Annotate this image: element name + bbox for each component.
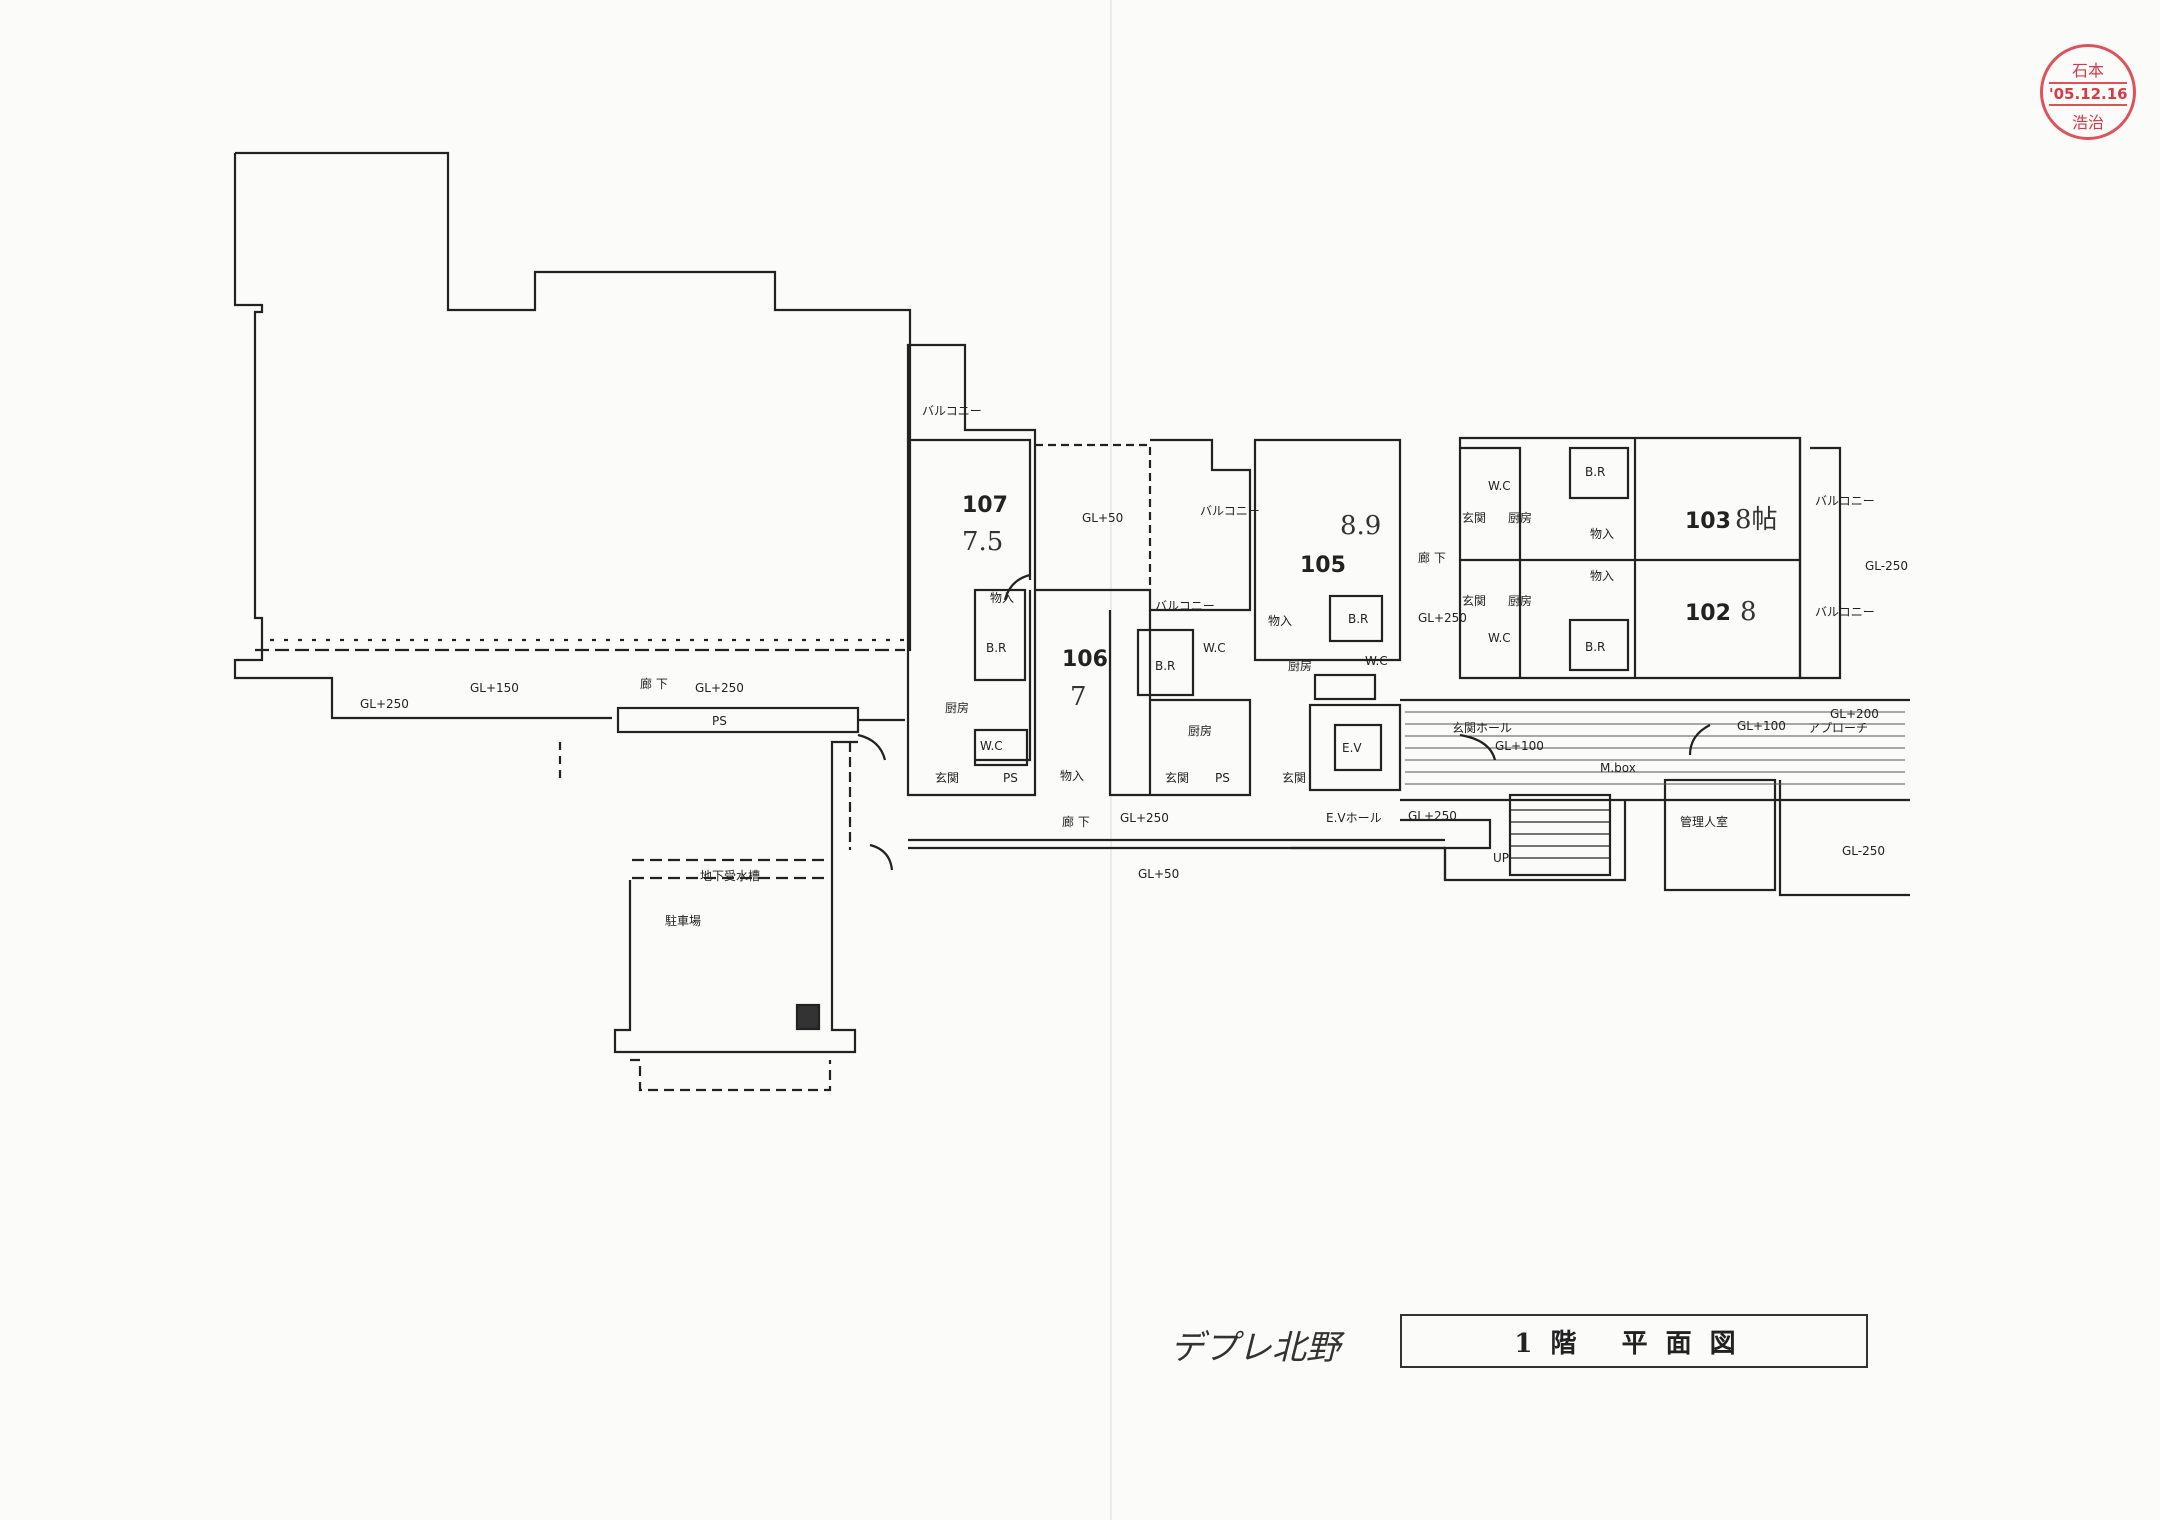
level-mark: GL-250 — [1842, 844, 1885, 858]
level-mark: GL+150 — [470, 681, 519, 695]
entrance-label: 玄関 — [1462, 510, 1486, 525]
level-mark: GL+50 — [1082, 511, 1123, 525]
room-106-size: 7 — [1070, 682, 1087, 712]
level-mark: GL+250 — [1120, 811, 1169, 825]
stamp-surname: 石本 — [2071, 61, 2104, 80]
manager-room-label: 管理人室 — [1680, 814, 1728, 829]
mailbox-label: M.box — [1600, 761, 1636, 775]
level-mark: GL+50 — [1138, 867, 1179, 881]
room-103-size: 8帖 — [1735, 505, 1778, 535]
storage-label: 物入 — [1590, 569, 1614, 583]
wc-label: W.C — [1365, 654, 1388, 668]
wc-label: W.C — [1488, 631, 1511, 645]
ps-label: PS — [1003, 771, 1018, 785]
bath-label: B.R — [986, 641, 1006, 655]
elevator-label: E.V — [1342, 741, 1362, 755]
entrance-label: 玄関 — [1165, 770, 1189, 785]
water-tank-label: 地下受水槽 — [700, 869, 760, 883]
level-mark: GL+250 — [695, 681, 744, 695]
level-mark: GL+100 — [1495, 739, 1544, 753]
entrance-hall-label: 玄関ホール — [1452, 720, 1512, 735]
ev-hall-label: E.Vホール — [1326, 811, 1382, 825]
room-107-size: 7.5 — [962, 527, 1003, 557]
stamp-date: '05.12.16 — [2049, 82, 2128, 106]
kitchen-label: 厨房 — [1288, 658, 1312, 673]
level-mark: GL+200 — [1830, 707, 1879, 721]
bath-label: B.R — [1585, 640, 1605, 654]
room-102-size: 8 — [1740, 597, 1757, 627]
wc-label: W.C — [1203, 641, 1226, 655]
bath-label: B.R — [1585, 465, 1605, 479]
kitchen-label: 厨房 — [945, 700, 969, 715]
entrance-label: 玄関 — [935, 770, 959, 785]
level-mark: GL+100 — [1737, 719, 1786, 733]
wc-label: W.C — [1488, 479, 1511, 493]
room-102-number: 102 — [1685, 601, 1731, 626]
building-outline — [233, 151, 1910, 1092]
bath-label: B.R — [1348, 612, 1368, 626]
room-105-size: 8.9 — [1340, 511, 1381, 541]
seal-stamp: 石本 '05.12.16 浩治 — [2040, 44, 2136, 140]
room-107-number: 107 — [962, 493, 1008, 518]
ps-label: PS — [1215, 771, 1230, 785]
corridor-label: 廊 下 — [1418, 550, 1446, 565]
bath-label: B.R — [1155, 659, 1175, 673]
storage-label: 物入 — [1590, 527, 1614, 541]
approach-label: アプローチ — [1808, 721, 1868, 735]
kitchen-label: 厨房 — [1188, 723, 1212, 738]
stamp-given-name: 浩治 — [2071, 113, 2104, 132]
parking-label: 駐車場 — [665, 913, 701, 928]
balcony-label: バルコニー — [1815, 605, 1875, 619]
drawing-title: 1階 平面図 — [1400, 1314, 1868, 1368]
room-106-number: 106 — [1062, 647, 1108, 672]
storage-label: 物入 — [1060, 769, 1084, 783]
storage-label: 物入 — [1268, 614, 1292, 628]
ps-label: PS — [712, 714, 727, 728]
kitchen-label: 厨房 — [1508, 593, 1532, 608]
kitchen-label: 厨房 — [1508, 510, 1532, 525]
balcony-label: バルコニー — [1155, 599, 1215, 613]
corridor-label: 廊 下 — [640, 676, 668, 691]
entrance-label: 玄関 — [1282, 770, 1306, 785]
balcony-label: バルコニー — [1200, 504, 1260, 518]
balcony-label: バルコニー — [1815, 494, 1875, 508]
room-105-number: 105 — [1300, 553, 1346, 578]
level-mark: GL+250 — [360, 697, 409, 711]
level-mark: GL+250 — [1418, 611, 1467, 625]
room-103-number: 103 — [1685, 509, 1731, 534]
storage-label: 物入 — [990, 591, 1014, 605]
stair-up-label: UP — [1493, 851, 1509, 865]
building-name: デプレ北野 — [1170, 1328, 1340, 1368]
balcony-label: バルコニー — [922, 404, 982, 418]
level-mark: GL+250 — [1408, 809, 1457, 823]
entrance-label: 玄関 — [1462, 593, 1486, 608]
wc-label: W.C — [980, 739, 1003, 753]
level-mark: GL-250 — [1865, 559, 1908, 573]
corridor-label: 廊 下 — [1062, 814, 1090, 829]
